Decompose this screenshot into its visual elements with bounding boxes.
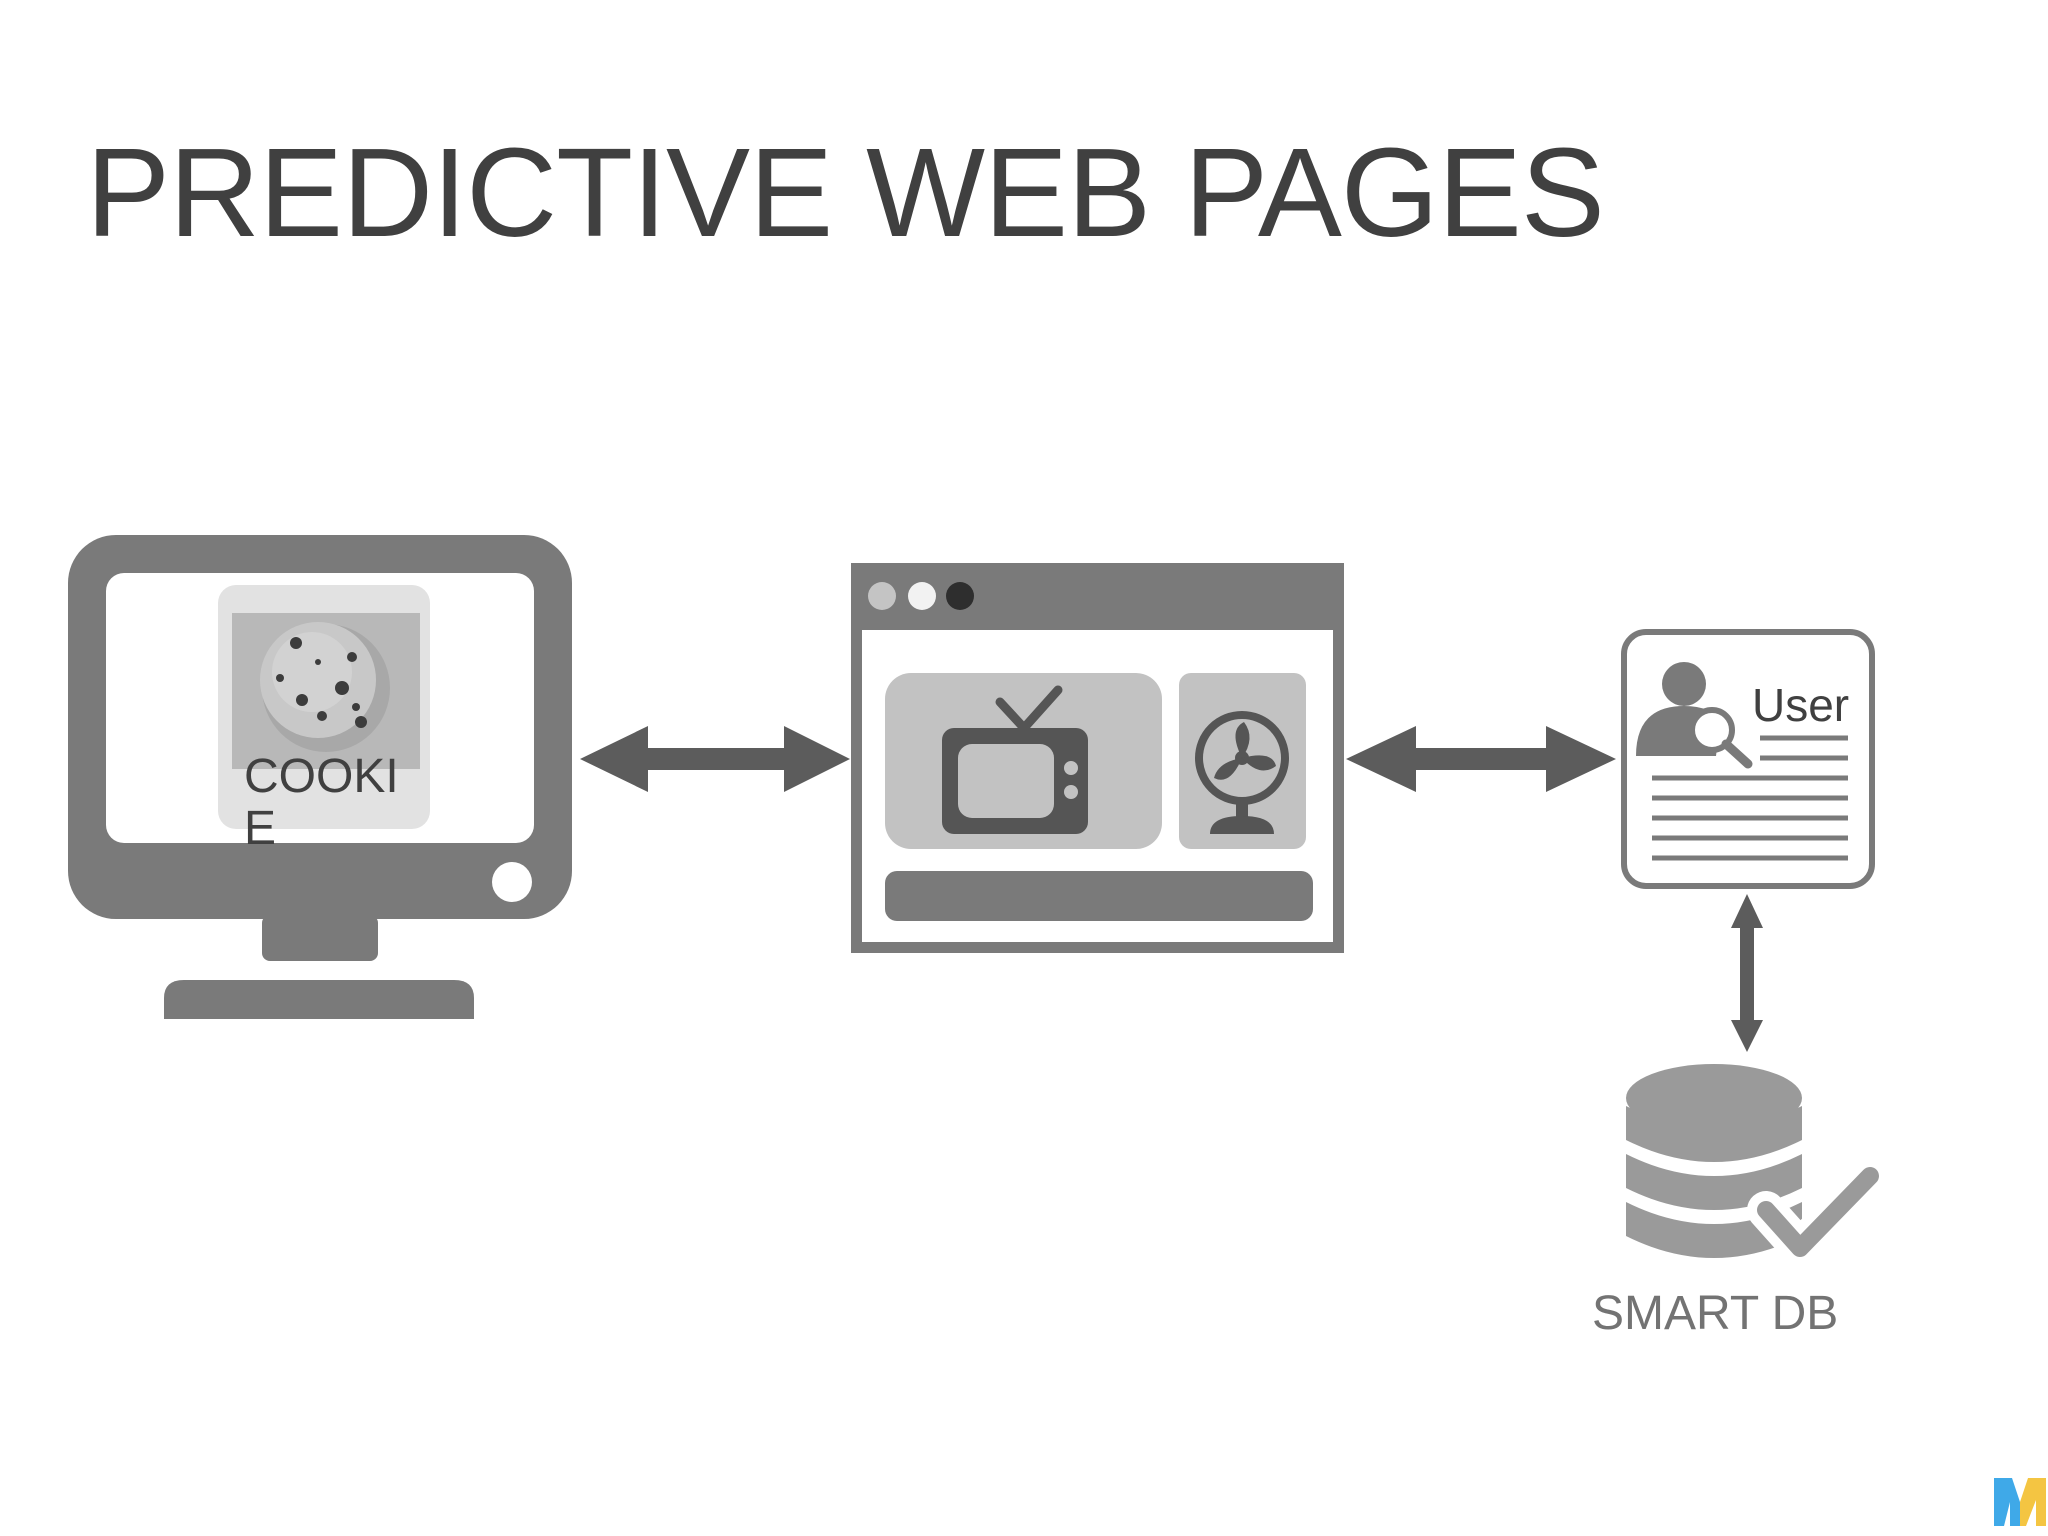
user-search-icon	[1636, 662, 1753, 769]
m-logo-icon	[1994, 1478, 2046, 1526]
cookie-icon	[260, 622, 390, 752]
arrow-computer-browser	[580, 726, 850, 792]
fan-icon	[1195, 711, 1289, 834]
cookie-label: COOKIE	[244, 750, 399, 855]
check-icon	[1747, 1157, 1889, 1267]
arrow-profile-database	[1731, 894, 1763, 1052]
database-check-icon	[1626, 1064, 1889, 1267]
arrow-browser-profile	[1346, 726, 1616, 792]
cookie-badge	[218, 585, 430, 829]
smart-db-label: SMART DB	[1592, 1287, 1839, 1340]
page-title: PREDICTIVE WEB PAGES	[86, 122, 1605, 263]
tv-icon	[942, 685, 1088, 834]
user-label: User	[1752, 679, 1850, 731]
browser-window-icon	[851, 563, 1344, 953]
user-profile-document-icon	[1621, 629, 1875, 889]
